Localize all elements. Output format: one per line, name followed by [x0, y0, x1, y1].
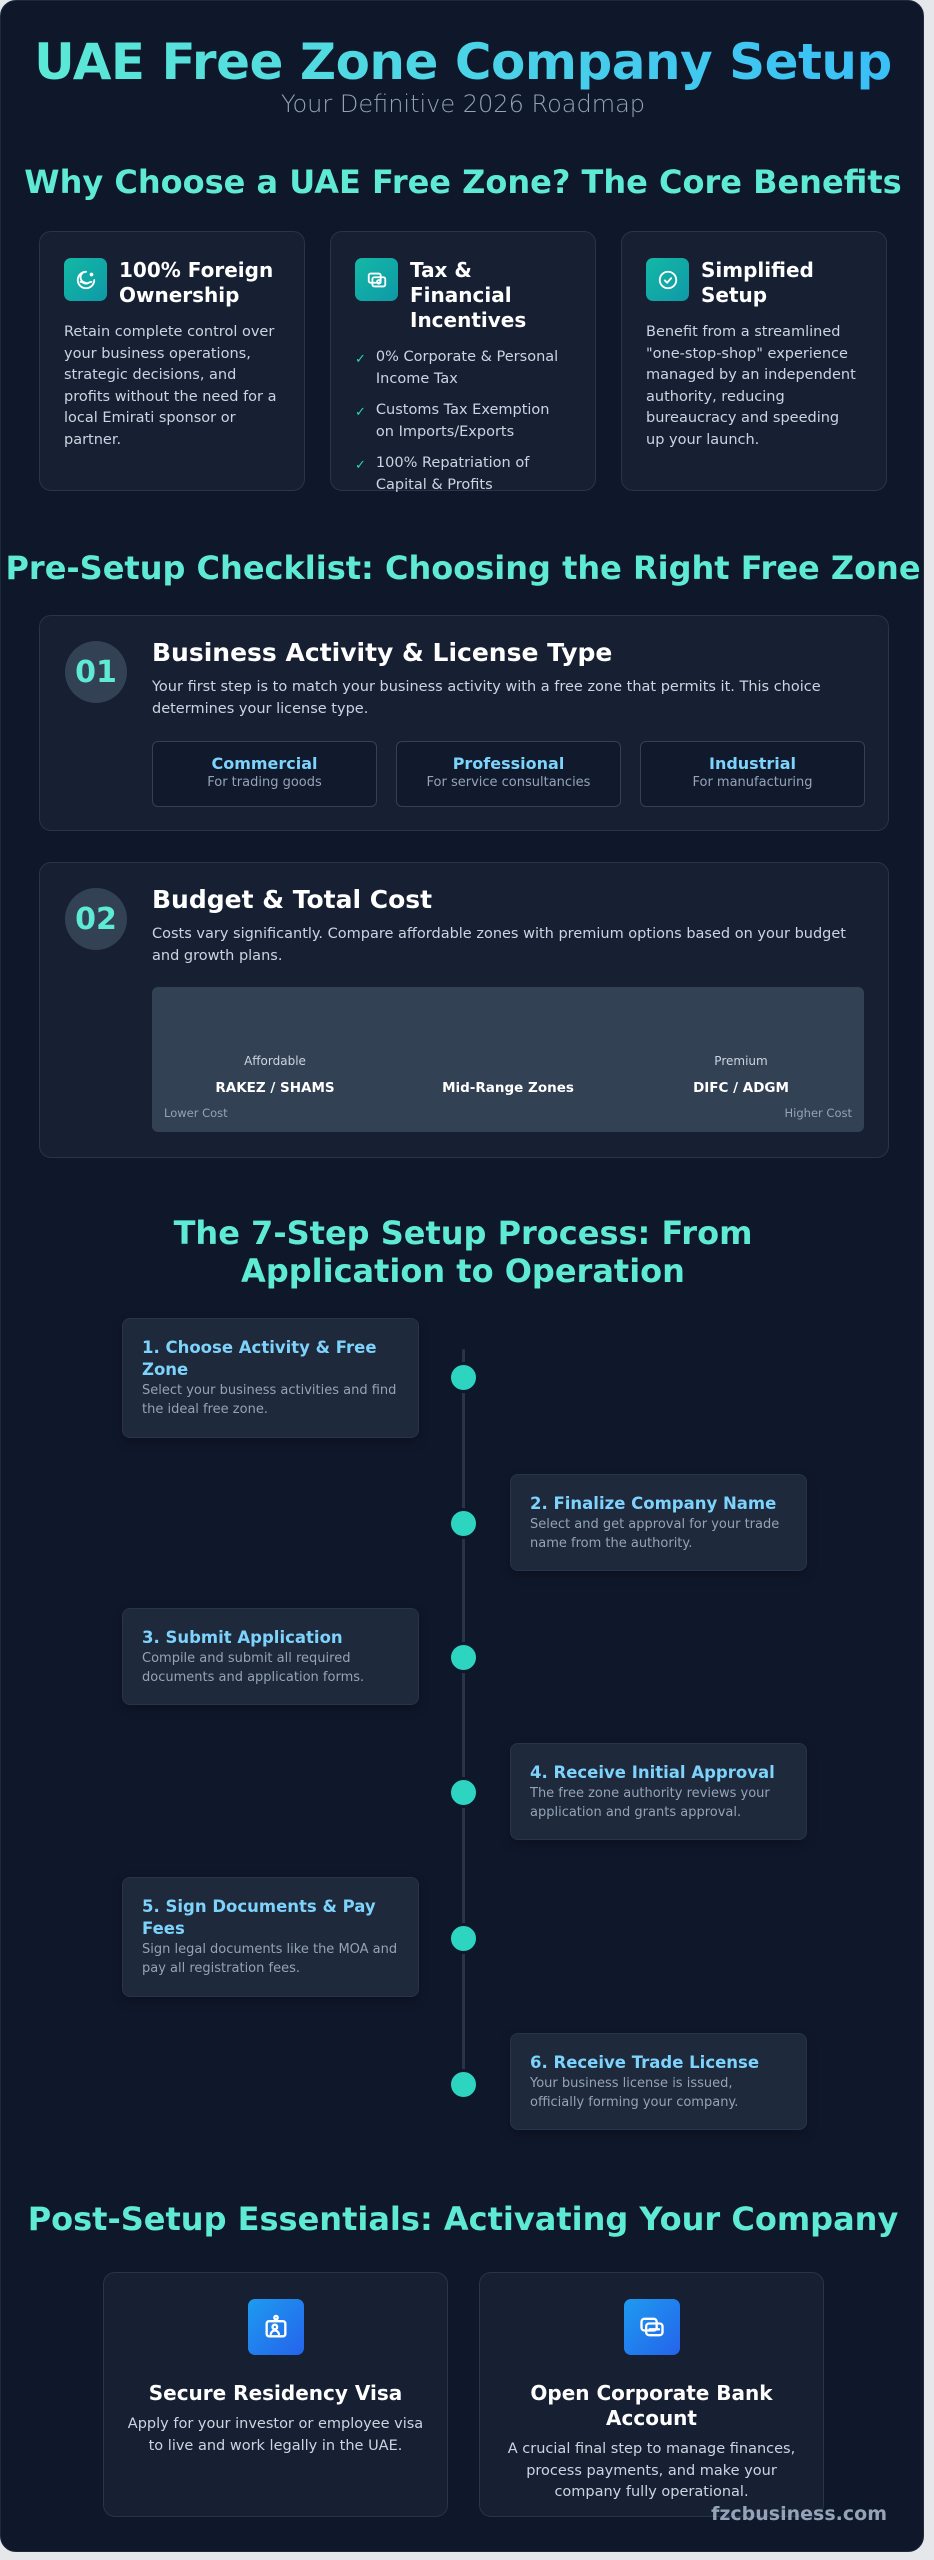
cost-tier-zones: RAKEZ / SHAMS	[215, 1080, 335, 1096]
cost-tier-zones: DIFC / ADGM	[693, 1080, 789, 1096]
license-name: Industrial	[708, 754, 796, 773]
id-badge-icon	[247, 2299, 304, 2355]
check-icon: ✓	[355, 458, 366, 473]
page-subtitle: Your Definitive 2026 Roadmap	[280, 90, 646, 118]
step-number-badge: 01	[65, 641, 127, 703]
post-setup-description: A crucial final step to manage finances,…	[507, 2441, 796, 2500]
benefit-card-tax: Tax & Financial Incentives ✓ 0% Corporat…	[330, 231, 596, 493]
license-description: For service consultancies	[426, 775, 591, 790]
higher-cost-label: Higher Cost	[784, 1106, 852, 1120]
step-title: 6. Receive Trade License	[530, 2053, 760, 2072]
benefit-title: Tax & Financial Incentives	[410, 258, 527, 332]
money-stack-icon	[355, 258, 398, 301]
check-icon: ✓	[355, 405, 366, 420]
process-step-6: 6. Receive Trade License Your business l…	[510, 2033, 807, 2130]
step-description: Compile and submit all required document…	[142, 1651, 365, 1685]
step-title: 2. Finalize Company Name	[530, 1494, 777, 1513]
brand-watermark: fzcbusiness.com	[711, 2503, 887, 2525]
post-setup-card-bank: Open Corporate Bank Account A crucial fi…	[479, 2272, 824, 2517]
step-description: Sign legal documents like the MOA and pa…	[142, 1942, 398, 1976]
list-item: ✓ 100% Repatriation of Capital & Profits	[355, 453, 571, 496]
timeline-dot	[448, 1777, 479, 1808]
checklist-item-budget: 02 Budget & Total Cost Costs vary signif…	[39, 862, 889, 1158]
check-icon: ✓	[355, 352, 366, 367]
tax-benefits-list: ✓ 0% Corporate & Personal Income Tax ✓ C…	[355, 347, 571, 496]
step-title: 3. Submit Application	[142, 1628, 343, 1647]
checklist-item-title: Business Activity & License Type	[152, 638, 613, 667]
benefits-section-title: Why Choose a UAE Free Zone? The Core Ben…	[24, 163, 902, 201]
benefit-title: Simplified Setup	[701, 258, 814, 307]
post-setup-description: Apply for your investor or employee visa…	[127, 2416, 424, 2454]
list-item-text: 0% Corporate & Personal Income Tax	[375, 349, 559, 387]
checklist-item-title: Budget & Total Cost	[152, 885, 433, 914]
process-step-1: 1. Choose Activity & Free Zone Select yo…	[122, 1318, 419, 1438]
list-item-text: Customs Tax Exemption on Imports/Exports	[375, 402, 550, 440]
step-description: The free zone authority reviews your app…	[530, 1786, 770, 1820]
benefit-card-simplified: Simplified Setup Benefit from a streamli…	[621, 231, 887, 491]
post-setup-title: Secure Residency Visa	[148, 2381, 403, 2405]
cost-comparison-panel: Affordable RAKEZ / SHAMS Mid-Range Zones…	[152, 987, 864, 1132]
post-setup-card-visa: Secure Residency Visa Apply for your inv…	[103, 2272, 448, 2517]
cost-tier-label: Affordable	[244, 1054, 306, 1068]
cost-tier-label	[393, 1053, 623, 1069]
cost-tier-affordable: Affordable RAKEZ / SHAMS	[160, 1053, 390, 1097]
checklist-item-business-activity: 01 Business Activity & License Type Your…	[39, 615, 889, 831]
lower-cost-label: Lower Cost	[164, 1106, 228, 1120]
process-step-3: 3. Submit Application Compile and submit…	[122, 1608, 419, 1705]
list-item: ✓ Customs Tax Exemption on Imports/Expor…	[355, 400, 571, 443]
process-step-4: 4. Receive Initial Approval The free zon…	[510, 1743, 807, 1840]
benefit-description: Retain complete control over your busine…	[64, 324, 277, 448]
process-step-2: 2. Finalize Company Name Select and get …	[510, 1474, 807, 1571]
check-circle-icon	[646, 258, 689, 301]
step-number-badge: 02	[65, 888, 127, 950]
checklist-item-description: Your first step is to match your busines…	[152, 679, 821, 717]
step-title: 4. Receive Initial Approval	[530, 1763, 775, 1782]
step-description: Your business license is issued, officia…	[530, 2076, 739, 2110]
bank-cards-icon	[623, 2299, 680, 2355]
cost-tier-label: Premium	[714, 1054, 768, 1068]
cost-tier-mid-range: Mid-Range Zones	[393, 1053, 623, 1097]
benefit-description: Benefit from a streamlined "one-stop-sho…	[646, 324, 856, 448]
step-title: 5. Sign Documents & Pay Fees	[142, 1897, 376, 1938]
timeline-dot	[448, 1923, 479, 1954]
license-description: For trading goods	[207, 775, 322, 790]
step-description: Select and get approval for your trade n…	[530, 1517, 780, 1551]
page-title: UAE Free Zone Company Setup	[1, 31, 923, 93]
process-section-title: The 7-Step Setup Process: From Applicati…	[173, 1214, 753, 1290]
list-item: ✓ 0% Corporate & Personal Income Tax	[355, 347, 571, 390]
pie-chart-icon	[64, 258, 107, 301]
timeline-dot	[448, 1642, 479, 1673]
benefit-card-ownership: 100% Foreign Ownership Retain complete c…	[39, 231, 305, 491]
timeline-line	[462, 1349, 465, 2094]
timeline-dot	[448, 2069, 479, 2100]
license-name: Professional	[452, 754, 565, 773]
post-setup-title: Open Corporate Bank Account	[530, 2381, 773, 2430]
license-description: For manufacturing	[692, 775, 813, 790]
process-step-5: 5. Sign Documents & Pay Fees Sign legal …	[122, 1877, 419, 1997]
license-name: Commercial	[211, 754, 318, 773]
post-setup-section-title: Post-Setup Essentials: Activating Your C…	[27, 2200, 899, 2238]
benefit-title: 100% Foreign Ownership	[119, 258, 274, 307]
cost-tier-zones: Mid-Range Zones	[442, 1080, 574, 1096]
list-item-text: 100% Repatriation of Capital & Profits	[375, 455, 530, 493]
license-type-industrial: Industrial For manufacturing	[640, 741, 865, 807]
timeline-dot	[448, 1362, 479, 1393]
step-description: Select your business activities and find…	[142, 1383, 397, 1417]
cost-tier-premium: Premium DIFC / ADGM	[626, 1053, 856, 1097]
checklist-section-title: Pre-Setup Checklist: Choosing the Right …	[5, 549, 921, 587]
license-type-commercial: Commercial For trading goods	[152, 741, 377, 807]
checklist-item-description: Costs vary significantly. Compare afford…	[152, 926, 846, 964]
license-type-professional: Professional For service consultancies	[396, 741, 621, 807]
step-title: 1. Choose Activity & Free Zone	[142, 1338, 377, 1379]
timeline-dot	[448, 1508, 479, 1539]
